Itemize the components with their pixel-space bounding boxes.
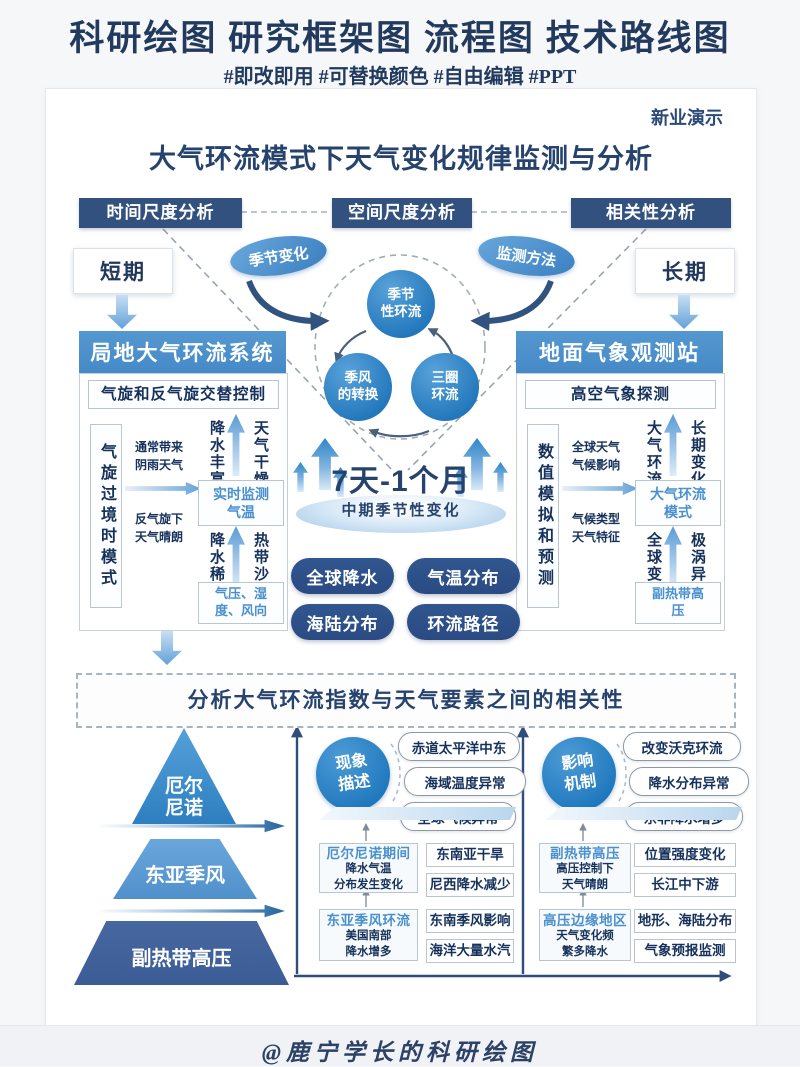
down-arrow-icon [669, 295, 699, 329]
tab-space-scale: 空间尺度分析 [332, 198, 472, 228]
right-arrow-icon [562, 482, 638, 495]
right-box-circulation-model: 大气环流 模式 [635, 480, 721, 526]
pill-circulation-path: 环流路径 [407, 604, 520, 640]
term-short-box: 短期 [73, 248, 173, 294]
pyramid-el-nino: 厄尔 尼诺 [132, 728, 236, 824]
right-side-label: 数值模拟和预测 [527, 424, 559, 608]
tab-correlation: 相关性分析 [571, 198, 731, 228]
pill-global-precip: 全球降水 [291, 558, 394, 594]
left-note-2: 反气旋下 天气晴朗 [134, 512, 183, 544]
period-subtext: 中期季节性变化 [341, 502, 461, 519]
phenomenon-box-1-body: 降水气温 分布发生变化 [334, 863, 403, 891]
left-box-realtime-temp: 实时监测 气温 [198, 480, 284, 526]
pill-land-sea: 海陆分布 [291, 604, 394, 640]
pill-temp-dist: 气温分布 [407, 558, 520, 594]
page-title: 科研绘图 研究框架图 流程图 技术路线图 [69, 19, 731, 58]
period-platform [296, 495, 506, 533]
poster-card: 新业演示 大气环流模式下天气变化规律监测与分析 时间尺度分析 空间尺度分析 相关… [45, 88, 757, 1027]
pyramid-east-asian-monsoon: 东亚季风 [113, 839, 257, 899]
phenomenon-box-1-title: 厄尔尼诺期间 [326, 846, 411, 862]
phenomenon-circle-label: 现象 描述 [334, 752, 372, 795]
cycle-circle-monsoon: 季风 的转换 [324, 353, 392, 421]
footer-credit: @鹿宁学长的科研绘图 [261, 1040, 539, 1065]
phenomenon-box-1: 厄尔尼诺期间 降水气温 分布发生变化 [319, 843, 418, 893]
mechanism-box-1: 副热带高压 高压控制下 天气晴朗 [539, 843, 631, 893]
left-side-label: 气旋过境时模式 [90, 424, 122, 608]
right-note-2: 气候类型 天气特征 [571, 512, 620, 544]
mechanism-pill-1: 改变沃克环流 [623, 732, 741, 761]
oval-monitor-method: 监测方法 [475, 230, 578, 282]
up-arrow-icon [664, 414, 682, 476]
left-section-header: 局地大气环流系统 [79, 331, 286, 373]
watermark: 新业演示 [651, 108, 723, 128]
right-pair1-right: 长期变化 [689, 420, 706, 488]
phenomenon-box-2-title: 东亚季风环流 [326, 913, 411, 929]
right-box-subtropical-high: 副热带高 压 [635, 582, 721, 624]
phenomenon-side-4: 海洋大量水汽 [426, 939, 514, 963]
platform-shape [319, 807, 516, 820]
mechanism-side-2: 长江中下游 [634, 873, 736, 897]
pyramid-subtropical-high: 副热带高压 [74, 921, 289, 985]
phenomenon-pill-2: 海域温度异常 [404, 767, 526, 796]
up-arrow-icon [227, 526, 245, 588]
period-text: 7天-1个月 [331, 465, 471, 498]
right-note-1: 全球天气 气候影响 [571, 440, 620, 472]
right-arrow-icon [125, 482, 201, 495]
up-arrow-icon [227, 414, 245, 476]
phenomenon-box-2-body: 美国南部 降水增多 [345, 930, 392, 958]
phenomenon-pill-1: 赤道太平洋中东 [398, 732, 520, 761]
left-subheader: 气旋和反气旋交替控制 [88, 380, 279, 409]
phenomenon-side-3: 东南季风影响 [426, 909, 514, 933]
down-arrow-icon [152, 631, 182, 665]
mechanism-box-1-title: 副热带高压 [550, 846, 620, 862]
poster-main-title: 大气环流模式下天气变化规律监测与分析 [149, 144, 653, 174]
relevance-statement: 分析大气环流指数与天气要素之间的相关性 [76, 673, 736, 728]
mechanism-circle: 影响 机制 [542, 737, 616, 811]
tab-time-scale: 时间尺度分析 [79, 198, 242, 228]
cycle-circle-three-cell: 三圈 环流 [411, 353, 479, 421]
left-panel: 气旋和反气旋交替控制 气旋过境时模式 通常带来 阴雨天气 反气旋下 天气晴朗 降… [79, 373, 288, 631]
mechanism-side-1: 位置强度变化 [634, 843, 736, 867]
mechanism-box-2-body: 天气变化频 繁多降水 [556, 930, 614, 958]
footer-strip [0, 1025, 800, 1066]
mechanism-box-2-title: 高压边缘地区 [543, 913, 627, 929]
phenomenon-side-2: 尼西降水减少 [426, 873, 514, 897]
right-pair1-left: 大气环流 [645, 420, 662, 488]
cycle-circle-seasonal: 季节 性环流 [367, 270, 435, 338]
left-box-pressure-wind: 气压、湿 度、风向 [198, 582, 284, 624]
mechanism-side-4: 气象预报监测 [634, 939, 736, 963]
down-arrow-icon [107, 295, 137, 329]
right-subheader: 高空气象探测 [525, 380, 716, 409]
phenomenon-side-1: 东南亚干旱 [426, 843, 514, 867]
left-note-1: 通常带来 阴雨天气 [134, 440, 183, 472]
platform-shape [545, 807, 742, 820]
mechanism-box-1-body: 高压控制下 天气晴朗 [556, 863, 614, 891]
right-panel: 高空气象探测 数值模拟和预测 全球天气 气候影响 气候类型 天气特征 大气环流 … [516, 373, 725, 631]
right-section-header: 地面气象观测站 [516, 331, 723, 373]
phenomenon-box-2: 东亚季风环流 美国南部 降水增多 [319, 909, 418, 961]
mechanism-box-2: 高压边缘地区 天气变化频 繁多降水 [539, 909, 631, 961]
mechanism-circle-label: 影响 机制 [560, 752, 598, 795]
page-tags: #即改即用 #可替换颜色 #自由编辑 #PPT [223, 66, 577, 88]
mechanism-pill-2: 降水分布异常 [629, 767, 749, 796]
right-arrow-icon [99, 904, 285, 918]
phenomenon-circle: 现象 描述 [316, 737, 390, 811]
mechanism-side-3: 地形、海陆分布 [634, 909, 736, 933]
term-long-box: 长期 [635, 248, 735, 294]
oval-season-change: 季节变化 [227, 230, 330, 282]
up-arrow-icon [664, 526, 682, 588]
